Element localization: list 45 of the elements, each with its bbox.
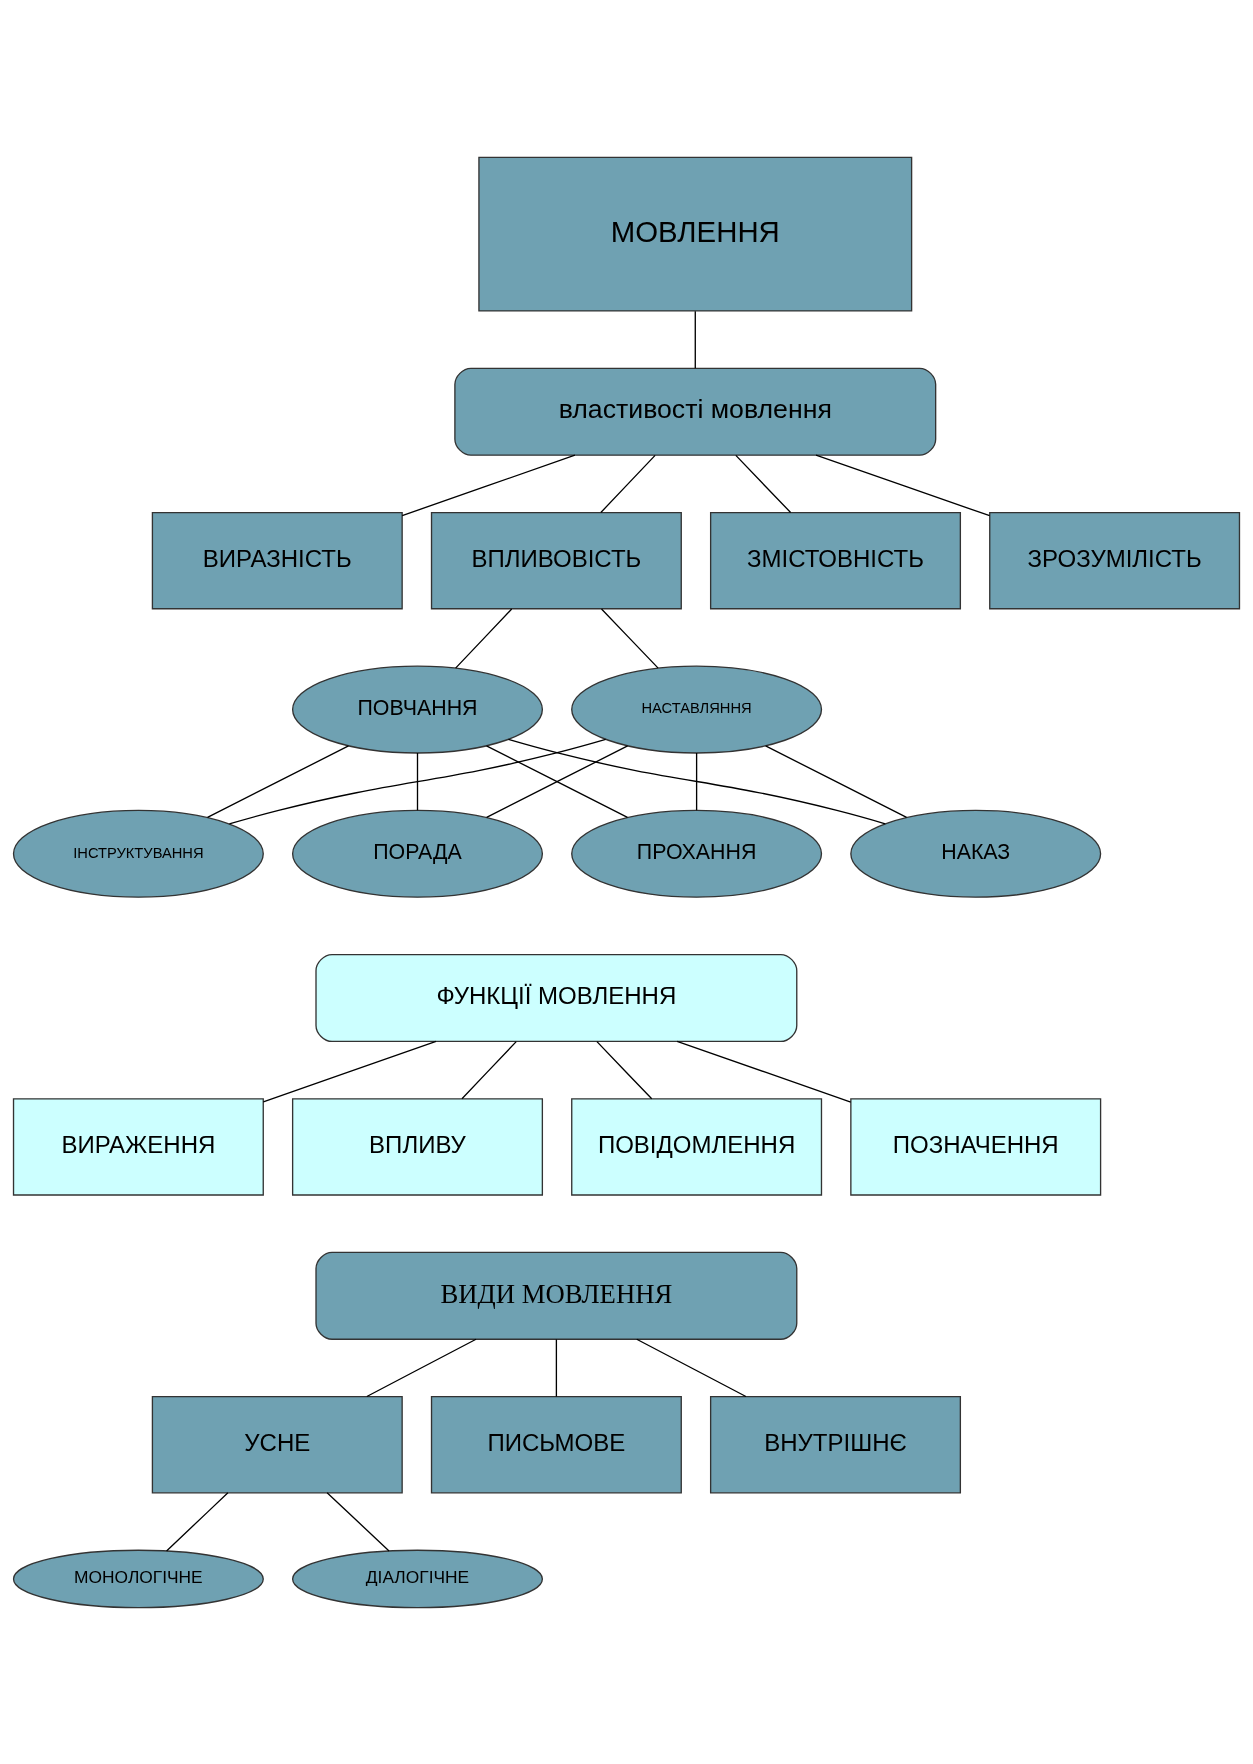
node-ellipse: ПОВЧАННЯ bbox=[291, 665, 544, 754]
node-ellipse: ІНСТРУКТУВАННЯ bbox=[12, 809, 264, 898]
node-ellipse: НАСТАВЛЯННЯ bbox=[571, 665, 823, 754]
connector bbox=[815, 454, 991, 516]
connector bbox=[600, 454, 656, 513]
connector bbox=[600, 607, 659, 669]
node-box: ВНУТРІШНЄ bbox=[709, 1395, 962, 1493]
connector bbox=[262, 1040, 437, 1103]
node-box: ВИДИ МОВЛЕННЯ bbox=[315, 1251, 798, 1340]
node-box: властивості мовлення bbox=[454, 367, 937, 456]
node-ellipse: МОНОЛОГІЧНЕ bbox=[12, 1549, 264, 1608]
node-box: ЗРОЗУМІЛІСТЬ bbox=[989, 511, 1241, 609]
connector bbox=[764, 744, 908, 818]
node-box: ФУНКЦІЇ МОВЛЕННЯ bbox=[315, 953, 798, 1042]
node-box: ВИРАЖЕННЯ bbox=[12, 1097, 264, 1196]
node-box: УСНЕ bbox=[151, 1395, 403, 1493]
connector bbox=[326, 1491, 390, 1552]
connector bbox=[401, 454, 576, 516]
connector bbox=[454, 607, 513, 669]
connector bbox=[695, 751, 698, 811]
connector bbox=[416, 751, 419, 811]
connector bbox=[228, 738, 607, 825]
node-box: ПОВІДОМЛЕННЯ bbox=[571, 1097, 823, 1196]
node-box: ВПЛИВОВІСТЬ bbox=[430, 511, 682, 609]
node-box: ВИРАЗНІСТЬ bbox=[151, 511, 403, 609]
connector bbox=[507, 738, 886, 824]
connector bbox=[636, 1338, 747, 1397]
connector bbox=[596, 1040, 653, 1099]
node-box: ПОЗНАЧЕННЯ bbox=[850, 1097, 1102, 1196]
node-box: ЗМІСТОВНІСТЬ bbox=[709, 511, 962, 609]
node-box: МОВЛЕННЯ bbox=[478, 156, 913, 312]
node-ellipse: ДІАЛОГІЧНЕ bbox=[291, 1549, 544, 1608]
node-ellipse: НАКАЗ bbox=[850, 809, 1102, 898]
connector bbox=[735, 454, 792, 513]
connector bbox=[165, 1491, 229, 1552]
node-ellipse: ПОРАДА bbox=[291, 809, 544, 898]
node-ellipse: ПРОХАННЯ bbox=[571, 809, 823, 898]
connector bbox=[694, 310, 696, 369]
connector bbox=[206, 744, 350, 818]
connector bbox=[366, 1338, 477, 1397]
node-box: ПИСЬМОВЕ bbox=[430, 1395, 682, 1493]
connector bbox=[461, 1040, 517, 1099]
connector bbox=[676, 1040, 852, 1103]
connector bbox=[555, 1338, 558, 1397]
node-box: ВПЛИВУ bbox=[291, 1097, 544, 1196]
